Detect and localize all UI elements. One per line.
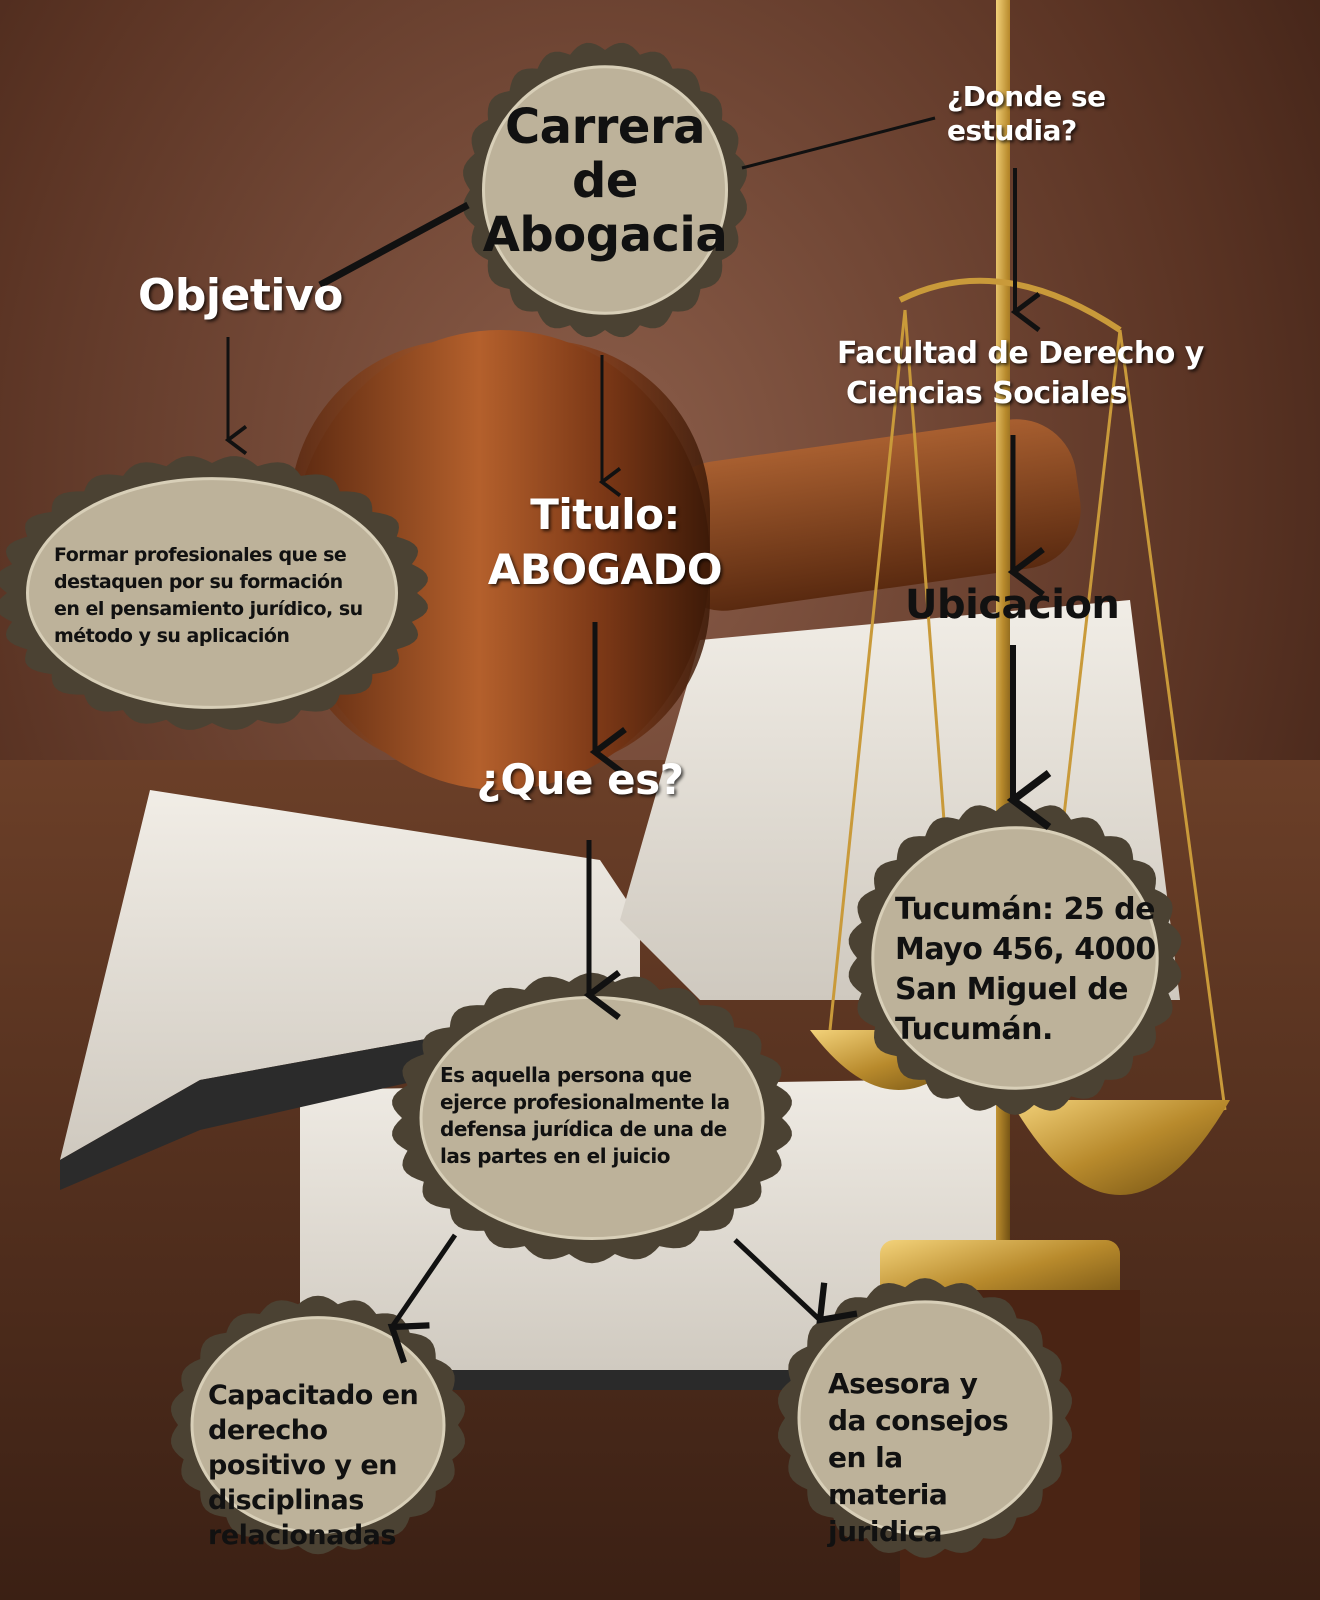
que-es-description: Es aquella persona que ejerce profesiona… — [440, 1063, 730, 1168]
asesora-description: Asesora y da consejos en la materia juri… — [828, 1367, 1009, 1548]
connector-title-objetivo — [318, 201, 470, 289]
main-title: Carrera de Abogacia — [470, 100, 740, 262]
titulo-label: Titulo: — [530, 490, 680, 539]
arrow-que-es-asesora — [733, 1238, 858, 1324]
objetivo-label: Objetivo — [138, 270, 343, 321]
objetivo-badge — [0, 456, 428, 730]
ubicacion-label: Ubicacion — [905, 582, 1120, 628]
facultad-line1: Facultad de Derecho y — [837, 336, 1204, 371]
facultad-line2: Ciencias Sociales — [846, 376, 1128, 411]
ubicacion-description: Tucumán: 25 de Mayo 456, 4000 San Miguel… — [895, 892, 1156, 1047]
objetivo-description: Formar profesionales que se destaquen po… — [54, 544, 363, 647]
capacitado-description: Capacitado en derecho positivo y en disc… — [208, 1380, 419, 1551]
connector-title-donde — [741, 116, 936, 170]
title-badge — [463, 42, 747, 338]
arrow-que-es-capacitado — [387, 1233, 458, 1364]
que-es-badge — [392, 972, 792, 1264]
asesora-badge — [778, 1278, 1072, 1558]
donde-label-line1: ¿Donde se — [947, 80, 1106, 113]
que-es-label: ¿Que es? — [476, 755, 684, 804]
titulo-value: ABOGADO — [487, 545, 723, 594]
donde-label-line2: estudia? — [947, 114, 1077, 147]
main-title-text: Carrera de Abogacia — [482, 99, 728, 263]
